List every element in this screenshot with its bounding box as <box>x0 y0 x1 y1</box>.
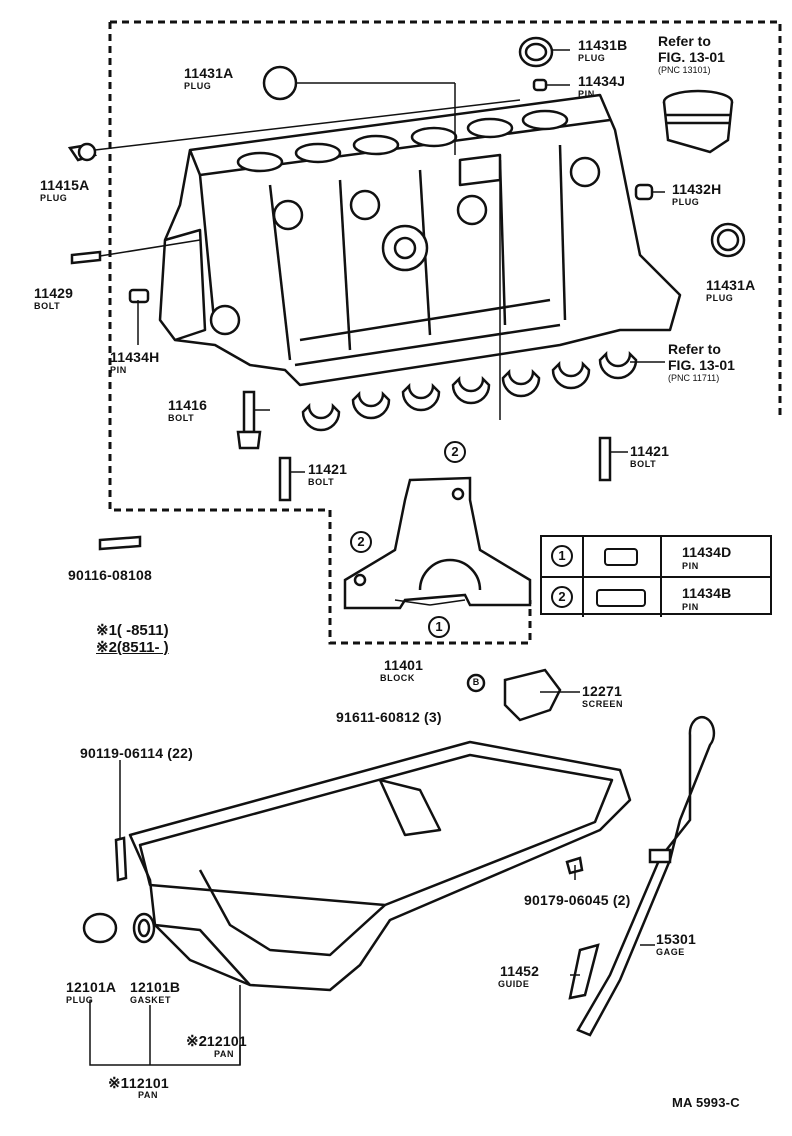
legend-text-cell: 11434D PIN <box>662 537 772 576</box>
pan-variant-1: ※112101 <box>108 1074 169 1092</box>
label-11415a: 11415A <box>40 177 90 193</box>
legend-shape-cell <box>582 537 662 576</box>
screen-mark: B <box>472 677 480 687</box>
oil-pan <box>128 740 632 992</box>
pin-short-icon <box>604 548 638 566</box>
ref-mid-line1: Refer to <box>668 341 721 357</box>
legend-num-cell: 1 <box>542 537 584 576</box>
label-11432h: 11432H <box>672 181 722 197</box>
legend-text-cell: 11434B PIN <box>662 578 772 617</box>
legend-num-cell: 2 <box>542 578 584 617</box>
note-1-mark: ※1 <box>96 622 117 639</box>
label-11434j-name: PIN <box>578 89 595 99</box>
callout-2-top: 2 <box>444 441 466 463</box>
drain-plug-set <box>82 912 156 944</box>
label-11431b: 11431B <box>578 37 628 53</box>
ref-top-line1: Refer to <box>658 33 711 49</box>
label-90119: 90119-06114 (22) <box>80 745 193 761</box>
label-12101b-name: GASKET <box>130 995 172 1005</box>
legend-row-1: 1 11434D PIN <box>542 537 770 576</box>
label-11416: 11416 <box>168 397 208 413</box>
label-11432h-name: PLUG <box>672 197 700 207</box>
callout-1: 1 <box>428 616 450 638</box>
note-1-range: ( -8511) <box>116 622 169 639</box>
ref-top-line2: FIG. 13-01 <box>658 49 725 65</box>
label-11401-name: BLOCK <box>380 673 415 683</box>
dipstick <box>114 715 716 1037</box>
label-15301-name: GAGE <box>656 947 685 957</box>
label-11416-name: BOLT <box>168 413 195 423</box>
label-11434j: 11434J <box>578 73 626 89</box>
note-1: ※1( -8511) <box>96 621 169 639</box>
legend-num-2: 2 <box>551 586 573 608</box>
pan-2-mark: ※2 <box>186 1033 207 1050</box>
label-12101a: 12101A <box>66 979 117 995</box>
label-11429: 11429 <box>34 285 74 301</box>
label-12101a-name: PLUG <box>66 995 94 1005</box>
pan-2-pn: 12101 <box>206 1033 247 1049</box>
pan-variant-2: ※212101 <box>186 1032 247 1050</box>
pan-2-name: PAN <box>214 1049 235 1059</box>
label-11421-right-name: BOLT <box>630 459 657 469</box>
callout-2-left: 2 <box>350 531 372 553</box>
label-12101b: 12101B <box>130 979 181 995</box>
label-91611: 91611-60812 (3) <box>336 709 442 725</box>
legend-shape-cell <box>582 578 662 617</box>
label-11421-right: 11421 <box>630 443 670 459</box>
legend-num-1: 1 <box>551 545 573 567</box>
label-11431a-right: 11431A <box>706 277 756 293</box>
ref-mid-line2: FIG. 13-01 <box>668 357 735 373</box>
label-15301: 15301 <box>656 931 696 947</box>
label-12271: 12271 <box>582 683 622 699</box>
label-11434h: 11434H <box>110 349 160 365</box>
ref-top-line3: (PNC 13101) <box>658 65 711 75</box>
diagram-code: MA 5993-C <box>672 1095 740 1110</box>
legend-pn-2: 11434B <box>682 585 732 601</box>
label-11434h-name: PIN <box>110 365 127 375</box>
label-11431a-top-name: PLUG <box>184 81 212 91</box>
label-90116: 90116-08108 <box>68 567 152 583</box>
label-11452-name: GUIDE <box>498 979 530 989</box>
label-11431a-right-name: PLUG <box>706 293 734 303</box>
leader-lines <box>89 49 665 1066</box>
pin-long-icon <box>596 589 646 607</box>
rear-plate <box>343 476 532 610</box>
label-12271-name: SCREEN <box>582 699 624 709</box>
main-bearings <box>301 350 638 432</box>
ref-mid-line3: (PNC 11711) <box>668 373 720 383</box>
label-11431b-name: PLUG <box>578 53 606 63</box>
label-90179: 90179-06045 (2) <box>524 892 631 908</box>
label-11415a-name: PLUG <box>40 193 68 203</box>
label-11429-name: BOLT <box>34 301 61 311</box>
block-boundary <box>108 20 782 645</box>
cylinder-block <box>158 93 682 387</box>
label-11421-left-name: BOLT <box>308 477 335 487</box>
small-parts <box>67 36 746 551</box>
legend-pn-1: 11434D <box>682 544 732 560</box>
note-2: ※2(8511- ) <box>96 638 169 656</box>
note-2-range: (8511- ) <box>116 639 169 656</box>
label-11431a-top: 11431A <box>184 65 234 81</box>
label-11401: 11401 <box>384 657 424 673</box>
piston <box>662 89 734 154</box>
pan-1-name: PAN <box>138 1090 159 1100</box>
note-2-mark: ※2 <box>96 639 117 656</box>
label-11421-left: 11421 <box>308 461 348 477</box>
pan-1-pn: 12101 <box>128 1075 169 1091</box>
oil-screen <box>466 668 562 722</box>
legend-name-2: PIN <box>682 602 699 612</box>
legend-name-1: PIN <box>682 561 699 571</box>
pan-1-mark: ※1 <box>108 1075 129 1092</box>
pin-legend: 1 11434D PIN 2 11434B PIN <box>540 535 772 617</box>
legend-row-2: 2 11434B PIN <box>542 576 770 617</box>
label-11452: 11452 <box>500 963 540 979</box>
